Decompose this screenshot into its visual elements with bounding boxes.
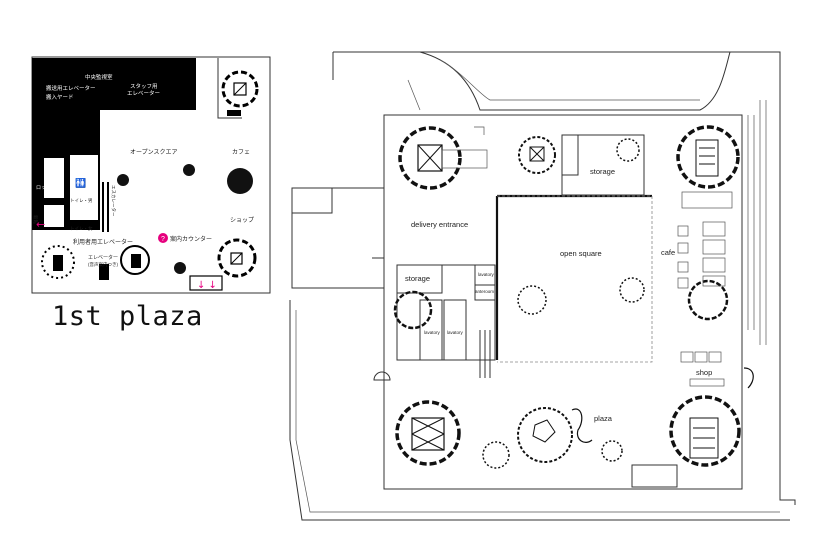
- column-cafe: [687, 279, 729, 321]
- label-lavatory-3: lavatory: [447, 330, 464, 335]
- label-staff-elevator-1: スタッフ用: [130, 82, 158, 90]
- entrance-arrow-icon: ↓ ↓: [197, 280, 217, 291]
- main-plan: delivery entrance storage storage open s…: [289, 51, 796, 521]
- column-storage-left: [393, 290, 433, 330]
- label-toilet-women: トイレ・女: [70, 225, 93, 232]
- tower-top-right: [676, 125, 740, 209]
- key-plan: ↓ ↓ ← ? 🚻 中央監視室 搬送用エレベーター 搬入ヤード スタッフ用 エレ…: [31, 56, 271, 294]
- label-shop: shop: [696, 368, 712, 377]
- label-staff-elevator-2: エレベーター: [127, 89, 160, 97]
- label-cafe: cafe: [661, 248, 675, 257]
- label-delivery-entrance: delivery entrance: [411, 220, 468, 229]
- label-cafe-jp: カフェ: [232, 149, 250, 156]
- tower-top-left: [398, 126, 488, 190]
- column-open-square-1: [517, 285, 547, 315]
- svg-text:?: ?: [161, 236, 165, 243]
- column-open-square-2: [619, 277, 645, 303]
- label-loading-yard: 搬入ヤード: [46, 93, 74, 101]
- open-square-boundary: [497, 195, 653, 363]
- label-anteroom: anteroom: [475, 289, 494, 294]
- label-storage-left: storage: [405, 274, 430, 283]
- exit-arrow-icon: ←: [36, 218, 45, 231]
- tower-bottom-middle: [517, 407, 573, 463]
- label-storage-top: storage: [590, 167, 615, 176]
- column-plaza-2: [601, 440, 623, 462]
- tower-bottom-left: [395, 400, 461, 466]
- label-plaza: plaza: [594, 414, 613, 423]
- label-lavatory-1: lavatory: [478, 272, 495, 277]
- cafe-tables: [677, 221, 726, 289]
- shop-fixtures: [680, 351, 754, 389]
- label-shop-jp: ショップ: [230, 217, 254, 224]
- label-freight-elevator: 搬送用エレベーター: [46, 84, 96, 92]
- label-escalator: エスカレーター: [110, 185, 117, 217]
- label-central-monitoring: 中央監視室: [85, 73, 113, 81]
- column-plaza-1: [482, 441, 510, 469]
- label-visitor-elevator: 利用者用エレベーター: [73, 238, 133, 246]
- column-storage: [616, 138, 640, 162]
- label-toilet-men: トイレ・男: [70, 198, 93, 204]
- label-open-square: open square: [560, 249, 602, 258]
- label-lavatory-2: lavatory: [424, 330, 441, 335]
- tower-top-middle: [518, 136, 556, 174]
- label-open-square-jp: オープンスクエア: [130, 149, 178, 156]
- label-locker: ロッカー: [36, 185, 56, 191]
- page-title: 1st plaza: [52, 301, 203, 332]
- label-elevator: エレベーター: [88, 254, 118, 261]
- label-new-wing: 新館: [32, 215, 39, 224]
- toilet-icon: 🚻: [75, 177, 86, 188]
- label-info-counter: 案内カウンター: [170, 235, 212, 243]
- info-icon: [158, 233, 168, 243]
- tower-bottom-right: [669, 395, 741, 467]
- label-elevator-note: (音声案内つき): [88, 261, 118, 268]
